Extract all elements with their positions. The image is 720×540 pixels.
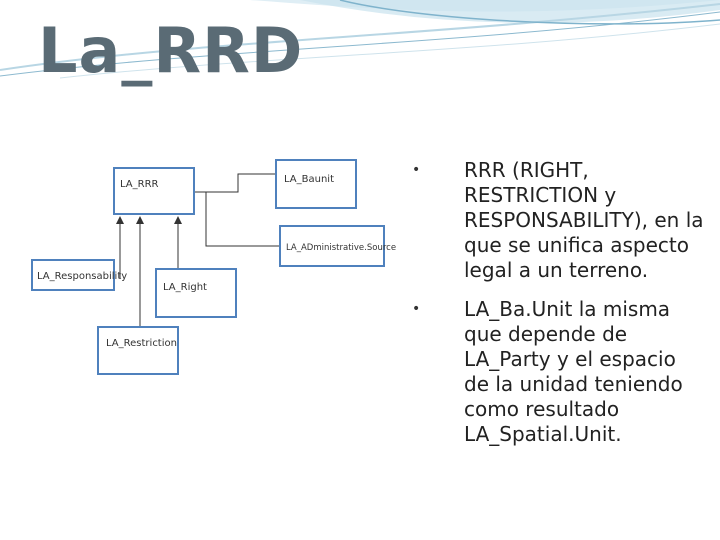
box-label-la-rrr: LA_RRR (120, 179, 159, 190)
diagram-connectors (119, 173, 280, 327)
box-la-rrr: LA_RRR (113, 167, 195, 215)
box-label-la-baunit: LA_Baunit (284, 174, 334, 185)
inheritance-arrowheads (116, 216, 182, 224)
bullet-marker: • (412, 162, 421, 178)
box-label-la-responsability: LA_Responsability (37, 271, 127, 282)
bullet-text-rrr: RRR (RIGHT, RESTRICTION y RESPONSABILITY… (464, 158, 704, 282)
box-label-la-administrative-source: LA_ADministrative.Source (286, 243, 396, 253)
box-la-restriction: LA_Restriction (97, 326, 179, 375)
box-label-la-right: LA_Right (163, 282, 207, 293)
box-la-right: LA_Right (155, 268, 237, 318)
slide-title: La_RRD (38, 14, 304, 87)
bullet-item-rrr: • RRR (RIGHT, RESTRICTION y RESPONSABILI… (406, 158, 706, 283)
header-swoosh-decoration (0, 0, 720, 79)
bullet-marker: • (412, 301, 421, 317)
bullet-text-baunit: LA_Ba.Unit la misma que depende de LA_Pa… (464, 297, 683, 446)
box-la-administrative-source: LA_ADministrative.Source (279, 225, 396, 267)
box-la-responsability: LA_Responsability (31, 259, 127, 291)
bullet-item-baunit: • LA_Ba.Unit la misma que depende de LA_… (406, 297, 706, 447)
bullet-list: • RRR (RIGHT, RESTRICTION y RESPONSABILI… (406, 158, 706, 461)
rrr-class-diagram: LA_RRR LA_Baunit LA_ADministrative.Sourc… (28, 152, 400, 382)
box-la-baunit: LA_Baunit (275, 159, 357, 209)
box-label-la-restriction: LA_Restriction (106, 338, 177, 349)
